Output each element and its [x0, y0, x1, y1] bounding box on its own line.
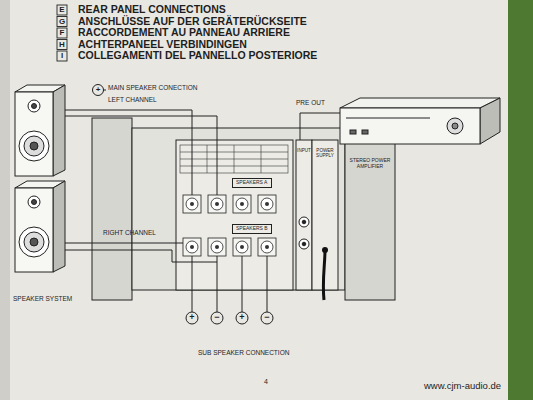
page-number: 4 — [264, 378, 268, 385]
language-letter: I — [61, 52, 63, 60]
speaker-cabinet — [15, 85, 65, 176]
terminal-frame — [183, 238, 201, 256]
speaker-terminal — [183, 195, 276, 256]
polarity-sign: + — [239, 313, 244, 322]
page-binding — [0, 0, 10, 400]
watermark: www.cjm-audio.de — [424, 381, 501, 391]
terminal-post — [211, 241, 223, 253]
language-letter: F — [60, 29, 65, 37]
pre-amplifier — [340, 98, 500, 144]
terminal-post — [186, 241, 198, 253]
terminal-hole — [215, 245, 219, 249]
signal-label: PRE OUT — [296, 100, 325, 107]
terminal-frame — [258, 238, 276, 256]
terminal-frame — [208, 238, 226, 256]
channel-label: LEFT CHANNEL — [108, 97, 157, 104]
heading: ANSCHLÜSSE AUF DER GERÄTERÜCKSEITE — [78, 16, 307, 27]
terminal-hole — [190, 245, 194, 249]
speaker-wire — [65, 110, 267, 312]
polarity-sign: + — [189, 313, 194, 322]
language-box — [57, 5, 67, 61]
terminal-post — [261, 198, 273, 210]
terminal-frame — [233, 195, 251, 213]
polarity-sign: + — [96, 86, 101, 94]
terminal-post — [236, 241, 248, 253]
terminal-hole — [215, 202, 219, 206]
terminal-post — [261, 241, 273, 253]
panel-text: INPUT — [296, 148, 312, 153]
part-label: SPEAKER SYSTEM — [13, 296, 72, 303]
speaker-cabinet — [15, 181, 65, 272]
panel-text: SPEAKERS A — [236, 180, 268, 186]
terminal-post — [236, 198, 248, 210]
terminal-hole — [265, 202, 269, 206]
leader-line — [103, 90, 106, 91]
panel-text: SPEAKERS B — [236, 226, 268, 232]
terminal-frame — [208, 195, 226, 213]
panel-text: POWER SUPPLY — [312, 148, 338, 158]
heading: ACHTERPANEEL VERBINDINGEN — [78, 39, 247, 50]
terminal-post — [186, 198, 198, 210]
input-section: INPUT — [296, 148, 312, 153]
power-cord — [323, 250, 325, 300]
polarity-circle — [93, 85, 274, 325]
language-letter: G — [59, 17, 65, 25]
language-letter: H — [59, 40, 65, 48]
amplifier-panel: STEREO POWER AMPLIFIER SPEAKERS A SPEAKERS… — [92, 118, 395, 300]
pre-out-wire — [300, 113, 340, 140]
terminal-frame — [233, 238, 251, 256]
terminal-hole — [265, 245, 269, 249]
speaker-group-box: SPEAKERS A — [232, 178, 272, 188]
panel-text: STEREO POWER AMPLIFIER — [348, 158, 392, 169]
terminal-frame — [183, 195, 201, 213]
speaker-group-box: SPEAKERS B — [232, 224, 272, 234]
terminal-post — [211, 198, 223, 210]
heading: REAR PANEL CONNECTIONS — [78, 4, 226, 15]
cord-grommet — [322, 247, 328, 253]
connection-label: MAIN SPEAKER CONECTION — [108, 85, 198, 92]
polarity-sign: − — [264, 313, 269, 322]
amplifier-body — [92, 118, 395, 300]
heading: RACCORDEMENT AU PANNEAU ARRIERE — [78, 27, 290, 38]
language-letter: E — [59, 6, 64, 14]
impedance-table — [180, 145, 288, 173]
channel-label: RIGHT CHANNEL — [103, 230, 156, 237]
terminal-hole — [240, 202, 244, 206]
polarity-sign: − — [214, 313, 219, 322]
terminal-hole — [190, 202, 194, 206]
input-jack — [299, 217, 309, 249]
terminal-hole — [240, 245, 244, 249]
connection-label: SUB SPEAKER CONNECTION — [198, 350, 289, 357]
power-section: POWER SUPPLY — [312, 148, 338, 158]
heading: COLLEGAMENTI DEL PANNELLO POSTERIORE — [78, 50, 317, 61]
manual-page — [0, 0, 508, 400]
terminal-frame — [258, 195, 276, 213]
